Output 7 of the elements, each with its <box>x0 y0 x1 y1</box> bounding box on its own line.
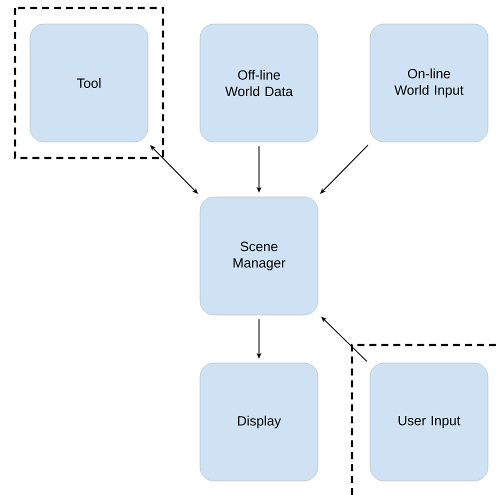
process-box: Scene Manager <box>200 196 318 316</box>
process-box: Display <box>200 362 318 482</box>
process-box: Off-line World Data <box>200 24 318 142</box>
arrow <box>321 316 368 362</box>
process-box: On-line World Input <box>370 24 488 142</box>
process-box: User Input <box>370 362 488 482</box>
process-box: Tool <box>30 24 148 142</box>
